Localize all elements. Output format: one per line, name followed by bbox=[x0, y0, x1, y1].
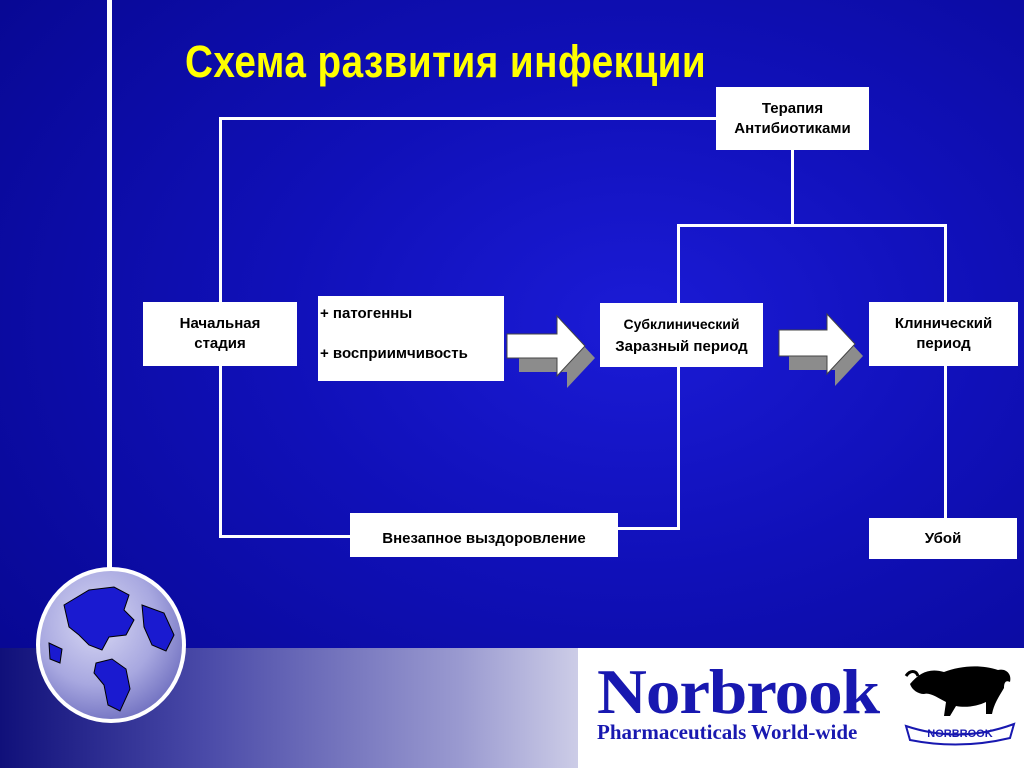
node-clinical-line2: период bbox=[916, 335, 971, 352]
slide-title: Схема развития инфекции bbox=[185, 36, 707, 87]
node-factors-line1: + патогенны bbox=[320, 305, 413, 322]
node-initial-line1: Начальная bbox=[179, 315, 261, 332]
connector-bottom-right bbox=[617, 527, 679, 530]
node-therapy-line2: Антибиотиками bbox=[734, 119, 851, 137]
connector-subclinical-down bbox=[677, 365, 680, 530]
arrow-right-icon-2 bbox=[778, 312, 863, 386]
logo-badge-text: NORBROOK bbox=[927, 728, 992, 740]
connector-left-lower bbox=[219, 365, 222, 538]
node-subclinical: Субклинический Заразный период bbox=[600, 303, 763, 367]
node-factors-line2: + восприимчивость bbox=[320, 345, 468, 362]
node-clinical-line1: Клинический bbox=[894, 315, 993, 332]
connector-clinical-down bbox=[944, 365, 947, 519]
connector-left-upper bbox=[219, 117, 222, 303]
bull-logo-icon: NORBROOK bbox=[904, 666, 1016, 746]
connector-branch-left bbox=[677, 224, 680, 304]
connector-branch-right bbox=[944, 224, 947, 304]
brand-tagline: Pharmaceuticals World-wide bbox=[597, 720, 858, 744]
arrow-right-icon-1 bbox=[506, 314, 595, 388]
connector-therapy-down bbox=[791, 149, 794, 226]
node-subclinical-line1: Субклинический bbox=[623, 315, 740, 332]
node-initial-line2: стадия bbox=[194, 335, 246, 352]
connector-bottom-left bbox=[219, 535, 350, 538]
node-therapy: Терапия Антибиотиками bbox=[716, 87, 869, 150]
node-factors: + патогенны + восприимчивость bbox=[318, 296, 504, 381]
node-therapy-line1: Терапия bbox=[761, 99, 824, 117]
node-sudden-recovery: Внезапное выздоровление bbox=[350, 513, 618, 557]
node-recovery-label: Внезапное выздоровление bbox=[382, 530, 586, 547]
brand-logo-text: Norbrook bbox=[597, 656, 880, 727]
node-slaughter-label: Убой bbox=[924, 529, 962, 547]
globe-icon bbox=[36, 567, 186, 723]
connector-branch bbox=[677, 224, 947, 227]
node-subclinical-line2: Заразный период bbox=[615, 337, 748, 355]
node-clinical: Клинический период bbox=[869, 302, 1018, 366]
node-initial-stage: Начальная стадия bbox=[143, 302, 297, 366]
vertical-divider bbox=[107, 0, 112, 768]
footer-divider bbox=[578, 648, 581, 768]
connector-top bbox=[219, 117, 717, 120]
node-slaughter: Убой bbox=[869, 518, 1017, 559]
